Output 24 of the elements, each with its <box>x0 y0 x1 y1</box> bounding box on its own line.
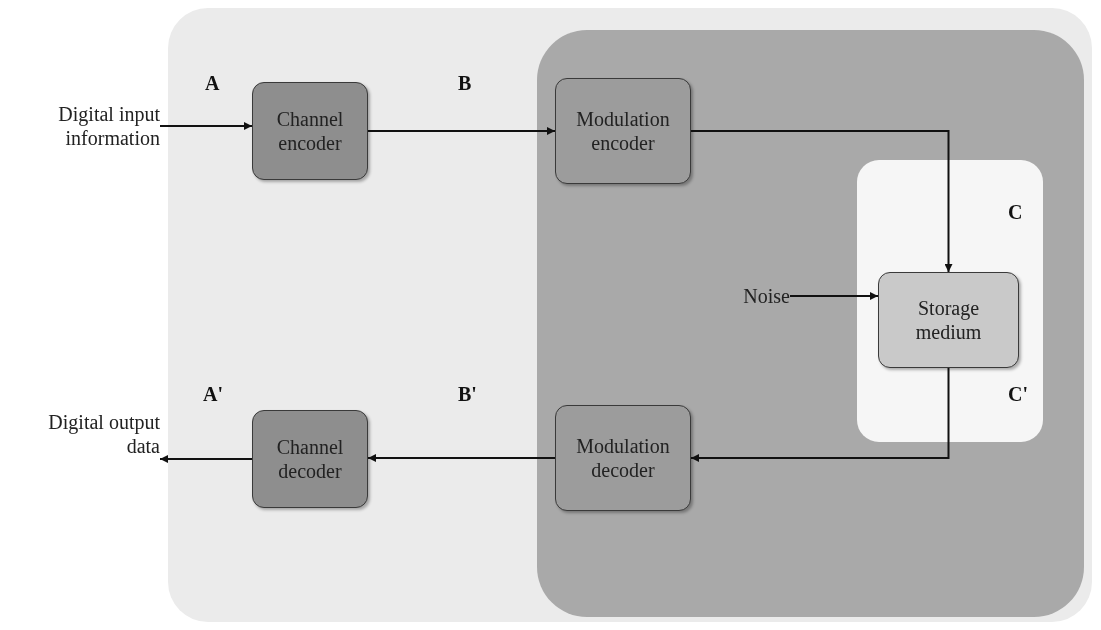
edge-label: A <box>205 72 220 95</box>
arrow <box>159 122 253 130</box>
edge-label: A' <box>203 383 223 406</box>
arrow <box>159 455 253 463</box>
arrow <box>367 454 556 462</box>
text-label: Digital input information <box>57 102 160 150</box>
process-box: Storage medium <box>878 272 1019 368</box>
process-box: Modulation decoder <box>555 405 691 511</box>
edge-label: C' <box>1008 383 1028 406</box>
arrow <box>367 127 556 135</box>
edge-label: B <box>458 72 472 95</box>
edge-label: C <box>1008 201 1023 224</box>
background-panel <box>537 30 1084 617</box>
background-panel <box>857 160 1043 442</box>
text-label: Digital output data <box>47 410 160 458</box>
process-box: Channel decoder <box>252 410 368 508</box>
process-box: Modulation encoder <box>555 78 691 184</box>
edge-label: B' <box>458 383 477 406</box>
process-box: Channel encoder <box>252 82 368 180</box>
arrow <box>789 292 879 300</box>
arrow <box>690 130 953 273</box>
arrow <box>690 367 950 462</box>
text-label: Noise <box>743 284 790 308</box>
background-panel <box>168 8 1092 622</box>
